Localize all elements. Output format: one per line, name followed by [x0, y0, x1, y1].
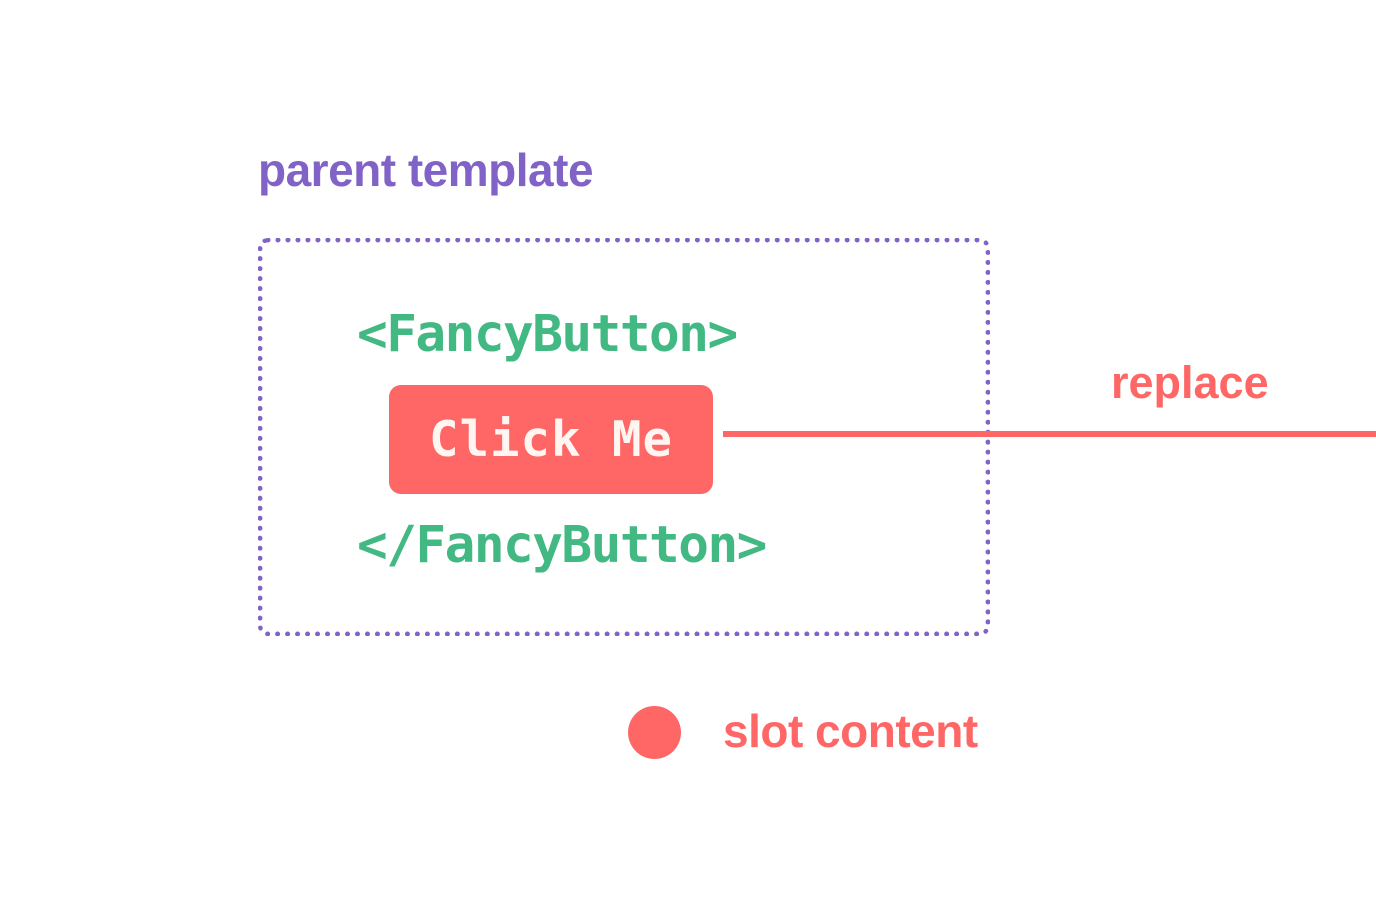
fancybutton-close-tag: </FancyButton> [357, 516, 767, 575]
parent-template-title: parent template [258, 144, 594, 196]
replace-label: replace [1111, 357, 1269, 408]
fancybutton-open-tag: <FancyButton> [357, 305, 738, 364]
parent-template-box [258, 238, 990, 636]
replace-connector-line [723, 431, 1376, 437]
click-me-button[interactable]: Click Me [389, 385, 713, 494]
slot-content-legend-label: slot content [723, 705, 978, 757]
slot-content-legend-dot [628, 706, 681, 759]
